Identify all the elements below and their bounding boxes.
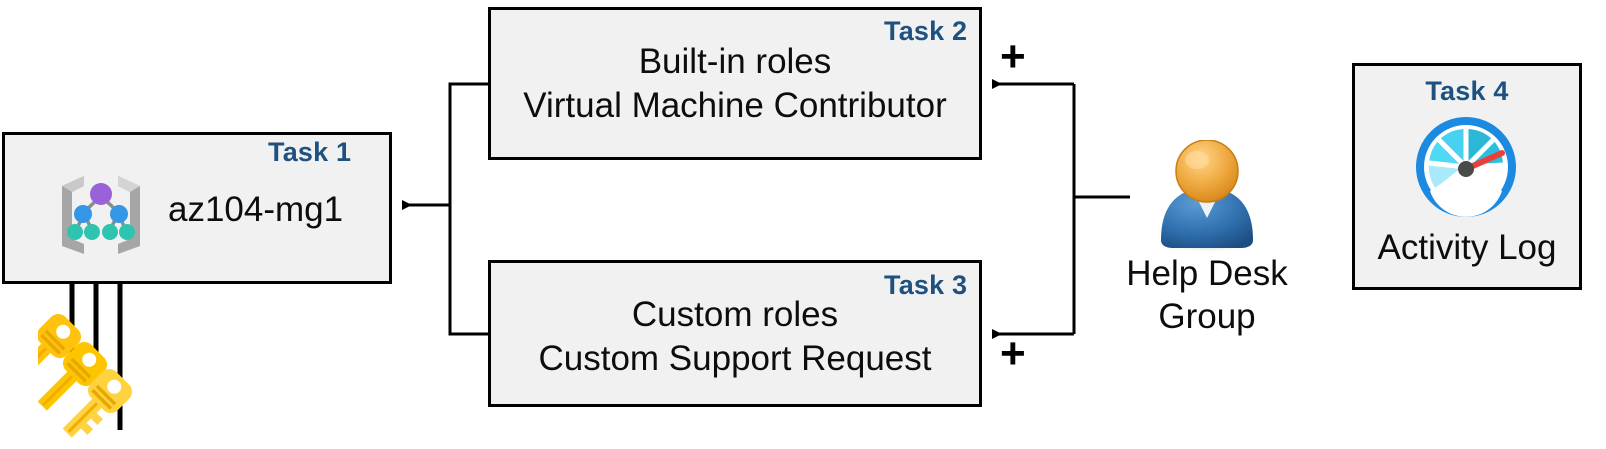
bracket-left (402, 82, 488, 336)
task3-box[interactable] (488, 260, 982, 407)
task2-plus-sign: + (1000, 32, 1026, 81)
task1-name: az104-mg1 (168, 190, 344, 229)
task3-plus-sign: + (1000, 329, 1026, 378)
task2-line1: Built-in roles (638, 42, 832, 81)
task2-line2: Virtual Machine Contributor (523, 86, 947, 125)
group-line1: Help Desk (1126, 254, 1288, 293)
user-group-icon (1133, 139, 1281, 255)
management-group-icon (48, 170, 154, 256)
task3-line2: Custom Support Request (538, 339, 932, 378)
task2-box[interactable] (488, 7, 982, 160)
task4-caption: Activity Log (1377, 228, 1557, 267)
task3-label: Task 3 (884, 270, 968, 300)
task2-label: Task 2 (884, 16, 968, 46)
group-line2: Group (1158, 297, 1256, 336)
gauge-icon (1410, 117, 1522, 217)
task4-label: Task 4 (1425, 76, 1509, 106)
task3-line1: Custom roles (631, 295, 839, 334)
keys-icon (11, 312, 148, 449)
task1-label: Task 1 (268, 137, 352, 167)
task1-box[interactable] (2, 132, 392, 284)
